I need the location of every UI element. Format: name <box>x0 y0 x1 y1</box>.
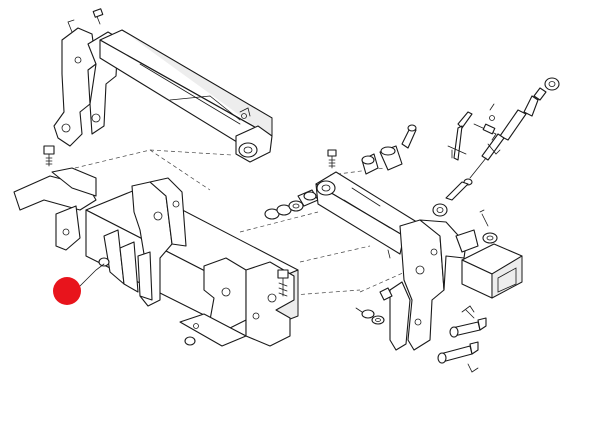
nut-cluster <box>355 249 393 325</box>
main-frame <box>13 167 299 347</box>
top-link <box>432 77 560 217</box>
bolt-top-left <box>43 145 55 167</box>
upper-arm-assembly <box>53 8 273 163</box>
washer-stack <box>264 189 319 220</box>
spring-ring <box>479 209 498 244</box>
bushing-pin <box>361 124 417 175</box>
callout-marker <box>53 263 105 305</box>
pin-hardware-upper <box>447 103 501 161</box>
red-callout-dot <box>53 277 81 305</box>
bolt-center <box>184 269 289 346</box>
right-arm-assembly <box>315 171 523 351</box>
pin-lower-right <box>437 305 487 373</box>
bolt-right-top <box>327 149 337 169</box>
